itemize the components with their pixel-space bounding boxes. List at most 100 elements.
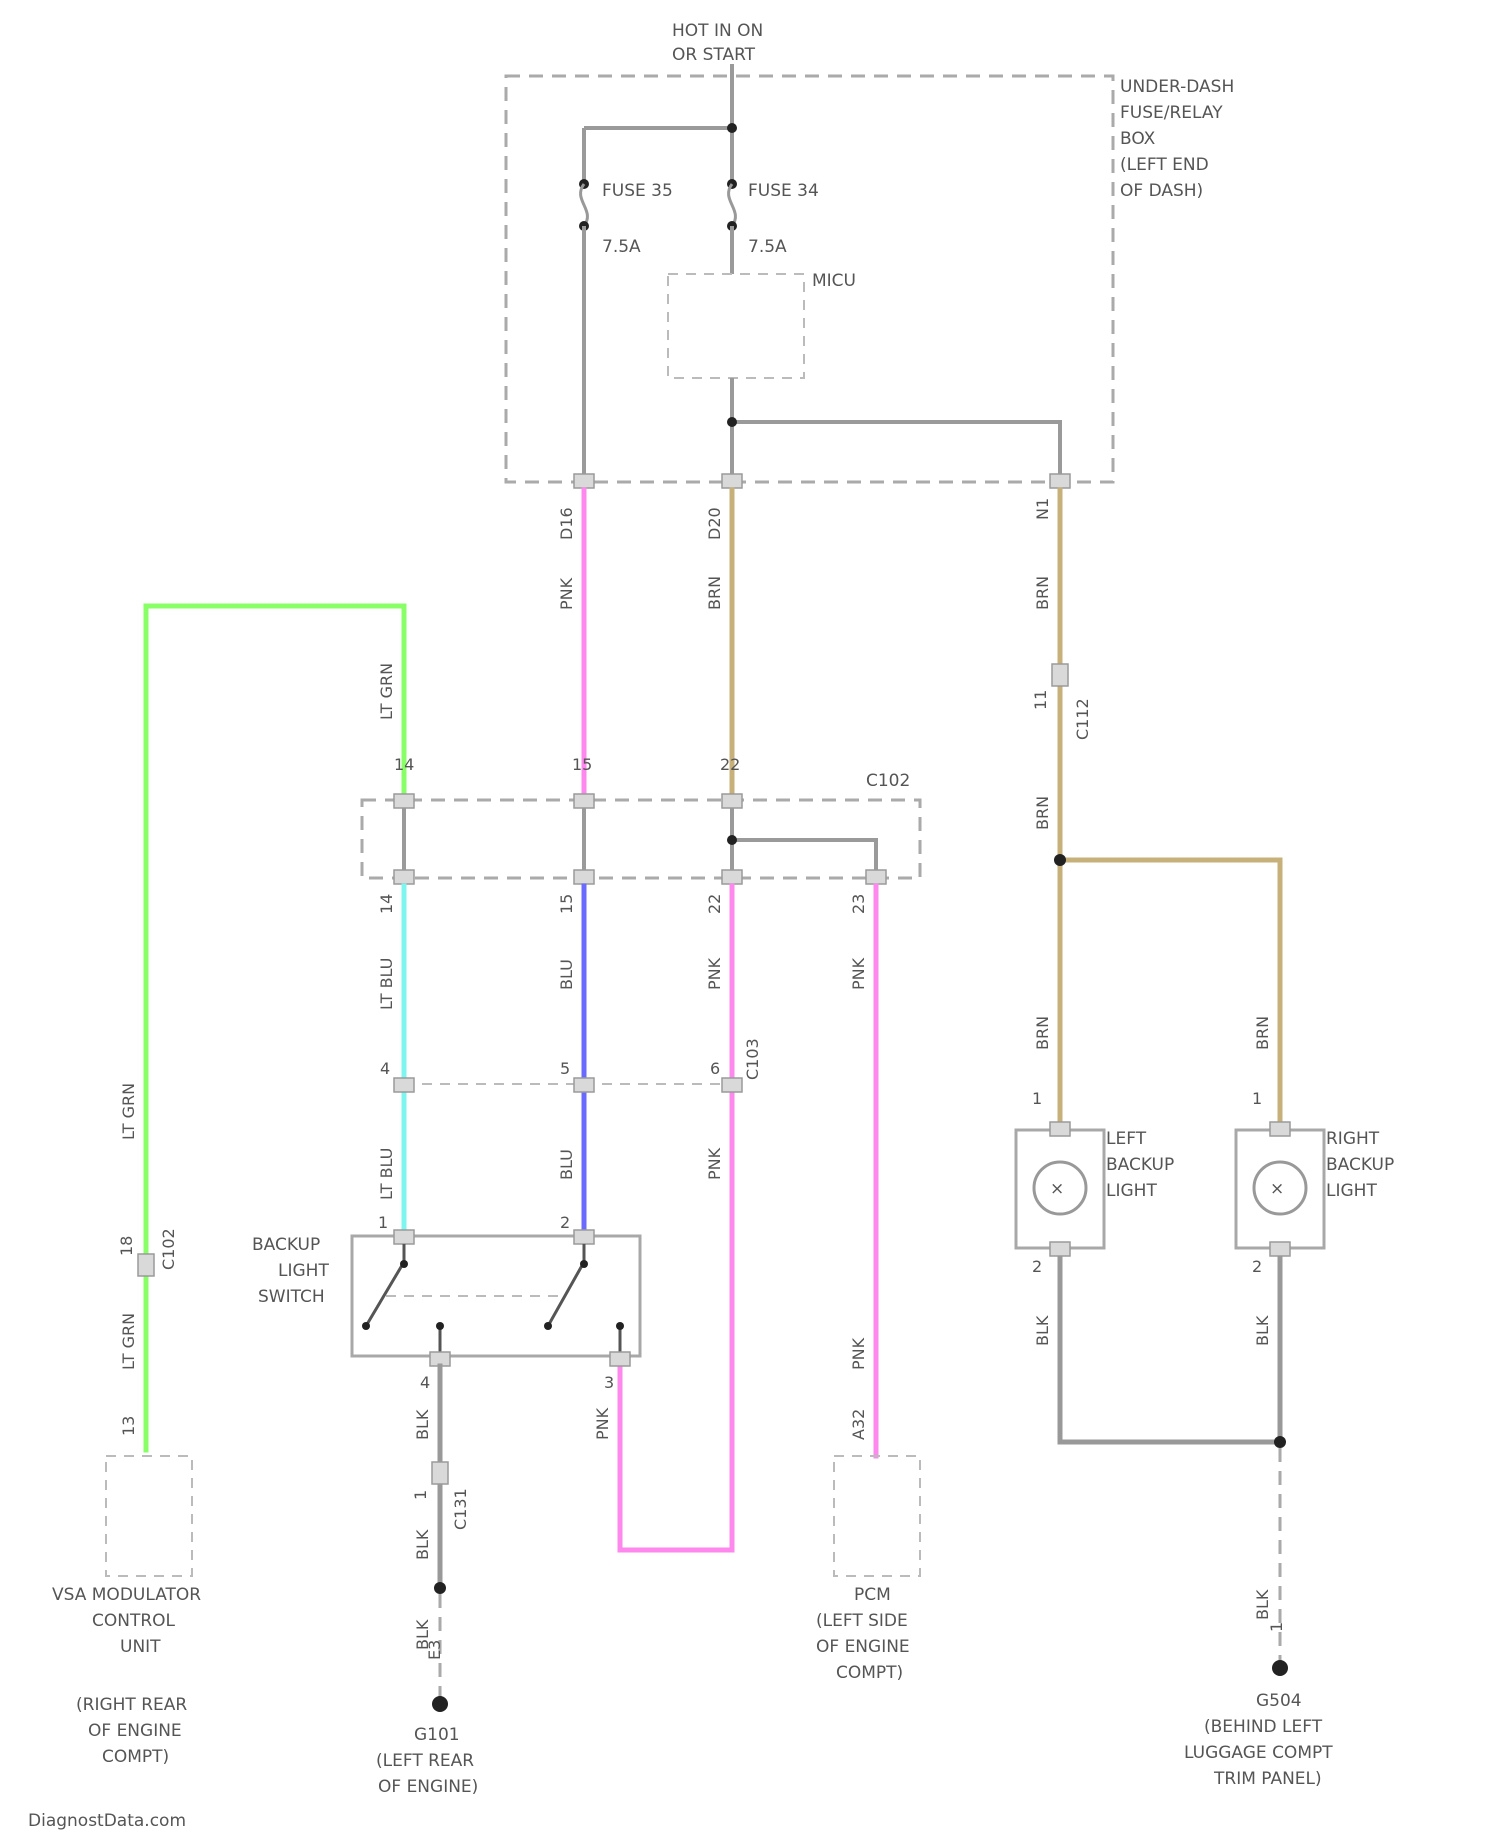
pin-label: 1: [1252, 1089, 1262, 1108]
vsa-location-label-line: (RIGHT REAR: [76, 1695, 187, 1715]
brn-wire-right: [1060, 490, 1280, 1120]
pin-label: A32: [849, 1409, 868, 1440]
wire-label-ltblu-low: LT BLU: [377, 1148, 396, 1200]
vsa-location-label-line: OF ENGINE: [88, 1721, 182, 1741]
pin-label-d16: D16: [557, 507, 576, 540]
ground-g101-label-line: OF ENGINE): [378, 1777, 478, 1797]
wire-label-blu-mid: BLU: [557, 959, 576, 990]
wire-label-brn-right: BRN: [1033, 576, 1052, 610]
fuse-34: FUSE 34 7.5A: [727, 179, 819, 257]
lamp-ground-wire: [1060, 1258, 1280, 1442]
feed-wire: [584, 64, 732, 182]
wire-label-blk-g504: BLK: [1253, 1589, 1272, 1620]
pin-label: 22: [720, 755, 740, 774]
vsa-location-label-line: COMPT): [102, 1747, 169, 1767]
ground-g504-label-line: G504: [1256, 1691, 1302, 1711]
switch-terminal: [616, 1322, 624, 1330]
pin-label: 1: [1032, 1089, 1042, 1108]
right-backup-light-label-line: RIGHT: [1326, 1129, 1380, 1149]
junction-dot: [1274, 1436, 1286, 1448]
pin: [722, 870, 742, 884]
left-backup-light-label: LEFT BACKUP LIGHT: [1106, 1129, 1174, 1201]
right-backup-light-label-line: LIGHT: [1326, 1181, 1377, 1201]
pin-label: E3: [425, 1640, 444, 1660]
wire-label-pnk-pcm: PNK: [849, 957, 868, 990]
vsa-unit-label-line: CONTROL: [92, 1611, 176, 1631]
c103-label: C103: [743, 1038, 762, 1080]
wire-label-brn-left: BRN: [1033, 1016, 1052, 1050]
pin-label: 15: [557, 894, 576, 914]
pin-label: 1: [378, 1213, 388, 1232]
wire-label-ltgrn-mid: LT GRN: [119, 1083, 138, 1140]
junction-dot: [434, 1582, 446, 1594]
vsa-c102-connector: [138, 1254, 154, 1276]
c102-label: C102: [866, 771, 910, 791]
c112-label: C112: [1073, 698, 1092, 740]
fuse-35-label: FUSE 35: [602, 181, 673, 201]
bulb-icon-glyph: ×: [1270, 1179, 1284, 1199]
wire-label-pnk-low: PNK: [705, 1147, 724, 1180]
pin: [722, 794, 742, 808]
pin-label: 2: [1252, 1257, 1262, 1276]
pin: [1270, 1242, 1290, 1256]
pin: [1050, 1122, 1070, 1136]
vsa-location-label: (RIGHT REAR OF ENGINE COMPT): [76, 1695, 187, 1767]
backup-light-switch-label: BACKUP LIGHT SWITCH: [252, 1235, 329, 1307]
pin-label: 3: [604, 1373, 614, 1392]
fuse-element: [581, 184, 588, 226]
pin: [394, 1078, 414, 1092]
junction-dot: [727, 417, 737, 427]
switch-terminal: [362, 1322, 370, 1330]
pin-label: 2: [1032, 1257, 1042, 1276]
fuse-box-label-line: (LEFT END: [1120, 155, 1209, 175]
wire-label-brn-right-lamp: BRN: [1253, 1016, 1272, 1050]
pin: [610, 1352, 630, 1366]
pin-label: 4: [420, 1373, 430, 1392]
pin: [866, 870, 886, 884]
pin-label-c112: 11: [1031, 690, 1050, 710]
ground-g101-label-line: G101: [414, 1725, 460, 1745]
pin-label: 15: [572, 755, 592, 774]
wire-label-blu-low: BLU: [557, 1149, 576, 1180]
wire-label-blk-right: BLK: [1253, 1315, 1272, 1346]
pin: [394, 1230, 414, 1244]
pin-label: 1: [411, 1490, 430, 1500]
ground-g504-label: G504 (BEHIND LEFT LUGGAGE COMPT TRIM PAN…: [1184, 1691, 1333, 1789]
pin-label: 14: [377, 894, 396, 914]
bulb-icon-glyph: ×: [1050, 1179, 1064, 1199]
wire-label-brn-top: BRN: [705, 576, 724, 610]
c131-connector: [432, 1462, 448, 1484]
pin: [722, 1078, 742, 1092]
wire-label-ltgrn-top: LT GRN: [377, 663, 396, 720]
ground-g101-label: G101 (LEFT REAR OF ENGINE): [376, 1725, 478, 1797]
pin-label-n1: N1: [1033, 498, 1052, 520]
pin-label: 18: [117, 1236, 136, 1256]
pin-label: 2: [560, 1213, 570, 1232]
c112-connector: [1052, 664, 1068, 686]
junction-dot: [727, 123, 737, 133]
fuse-box-label-line: OF DASH): [1120, 181, 1203, 201]
pin-label-d20: D20: [705, 507, 724, 540]
vsa-unit-label-line: UNIT: [120, 1637, 161, 1657]
wire-label-ltblu-mid: LT BLU: [377, 958, 396, 1010]
pin: [574, 1230, 594, 1244]
c131-label: C131: [451, 1488, 470, 1530]
wire-label-pnk-pcm-low: PNK: [849, 1337, 868, 1370]
micu-output-wire: [732, 378, 1060, 480]
wire-label-pnk-switch: PNK: [593, 1407, 612, 1440]
pin: [1270, 1122, 1290, 1136]
pin: [1050, 1242, 1070, 1256]
vsa-unit-label: VSA MODULATOR CONTROL UNIT: [52, 1585, 201, 1657]
right-backup-light-label: RIGHT BACKUP LIGHT: [1326, 1129, 1394, 1201]
fuse-34-label: FUSE 34: [748, 181, 819, 201]
ground-g504-icon: [1272, 1660, 1288, 1676]
wire-label-blk-left: BLK: [1033, 1315, 1052, 1346]
pin: [574, 794, 594, 808]
pcm-label-line: PCM: [854, 1585, 891, 1605]
c102-label-vsa: C102: [159, 1228, 178, 1270]
or-start-label: OR START: [672, 45, 756, 65]
vsa-modulator-box: [106, 1456, 192, 1576]
wire-label-ltgrn-low: LT GRN: [119, 1313, 138, 1370]
pin: [574, 474, 594, 488]
